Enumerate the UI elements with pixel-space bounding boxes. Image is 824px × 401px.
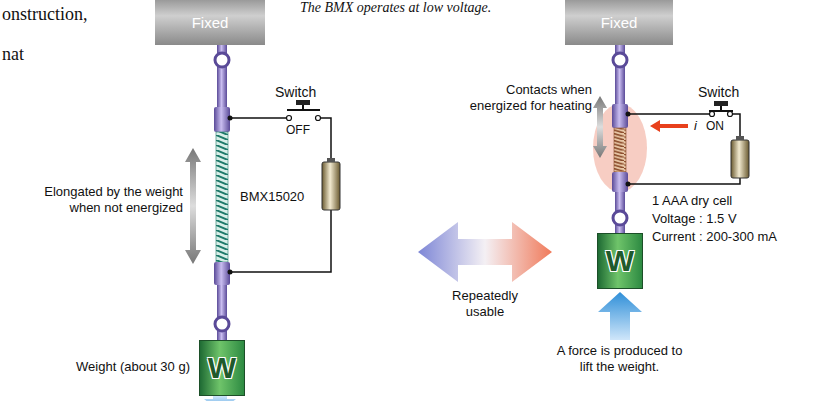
upper-sleeve <box>612 104 628 128</box>
switch-label: Switch <box>698 84 739 101</box>
upper-sleeve <box>214 107 230 132</box>
lift-arrow <box>598 292 642 340</box>
cut-text: onstruction, <box>2 4 88 26</box>
annotation: Contacts when energized for heating <box>447 82 592 113</box>
node-text: Fixed <box>601 14 638 31</box>
junction-dot <box>626 182 631 187</box>
switch-state: OFF <box>286 123 310 137</box>
left-actuator <box>185 45 340 401</box>
current-symbol: i <box>694 118 697 134</box>
annotation: A force is produced to lift the weight. <box>552 343 687 374</box>
lower-eye <box>613 211 627 225</box>
battery <box>322 162 340 210</box>
weight-label: Weight (about 30 g) <box>40 359 190 375</box>
battery-spec: Voltage : 1.5 V <box>652 211 737 227</box>
battery-terminal <box>736 136 744 140</box>
junction-dot <box>228 116 233 121</box>
annotation: Repeatedly usable <box>445 288 525 319</box>
switch-button <box>296 100 310 105</box>
weight-block: W <box>199 340 245 396</box>
node-text: W <box>208 351 236 385</box>
elongation-arrow <box>185 148 201 264</box>
switch-contact <box>316 116 321 121</box>
switch-contact <box>287 116 292 121</box>
junction-dot <box>228 270 233 275</box>
switch-contact <box>710 112 715 117</box>
junction-dot <box>626 112 631 117</box>
lower-sleeve <box>612 172 628 192</box>
current-arrow <box>650 120 688 132</box>
wire <box>628 114 740 184</box>
note: The BMX operates at low voltage. <box>300 0 491 17</box>
bmx-spring <box>216 132 228 262</box>
lower-eye <box>215 317 229 331</box>
node-text: W <box>606 244 634 278</box>
weight-block: W <box>597 233 643 289</box>
battery-spec: 1 AAA dry cell <box>652 193 732 209</box>
fixed-mount: Fixed <box>155 0 265 45</box>
bmx-spring <box>614 128 626 172</box>
wire <box>230 118 331 272</box>
annotation: Elongated by the weight when not energiz… <box>28 184 183 215</box>
contraction-arrow <box>593 96 607 158</box>
switch-label: Switch <box>275 84 316 101</box>
battery-terminal <box>327 158 335 162</box>
part-number: BMX15020 <box>240 189 304 205</box>
node-text: Fixed <box>192 14 229 31</box>
switch-button <box>714 101 728 106</box>
right-actuator <box>593 45 749 340</box>
gravity-arrow <box>204 396 236 401</box>
lower-sleeve <box>214 262 230 285</box>
upper-eye <box>613 53 627 67</box>
upper-eye <box>215 53 229 67</box>
battery <box>731 140 749 178</box>
cut-text: nat <box>2 44 24 66</box>
battery-spec: Current : 200-300 mA <box>652 229 777 245</box>
fixed-mount: Fixed <box>565 0 673 45</box>
lower-rod <box>217 285 227 341</box>
switch-contact <box>728 112 733 117</box>
repeat-arrow <box>418 222 552 282</box>
switch-state: ON <box>706 119 724 133</box>
